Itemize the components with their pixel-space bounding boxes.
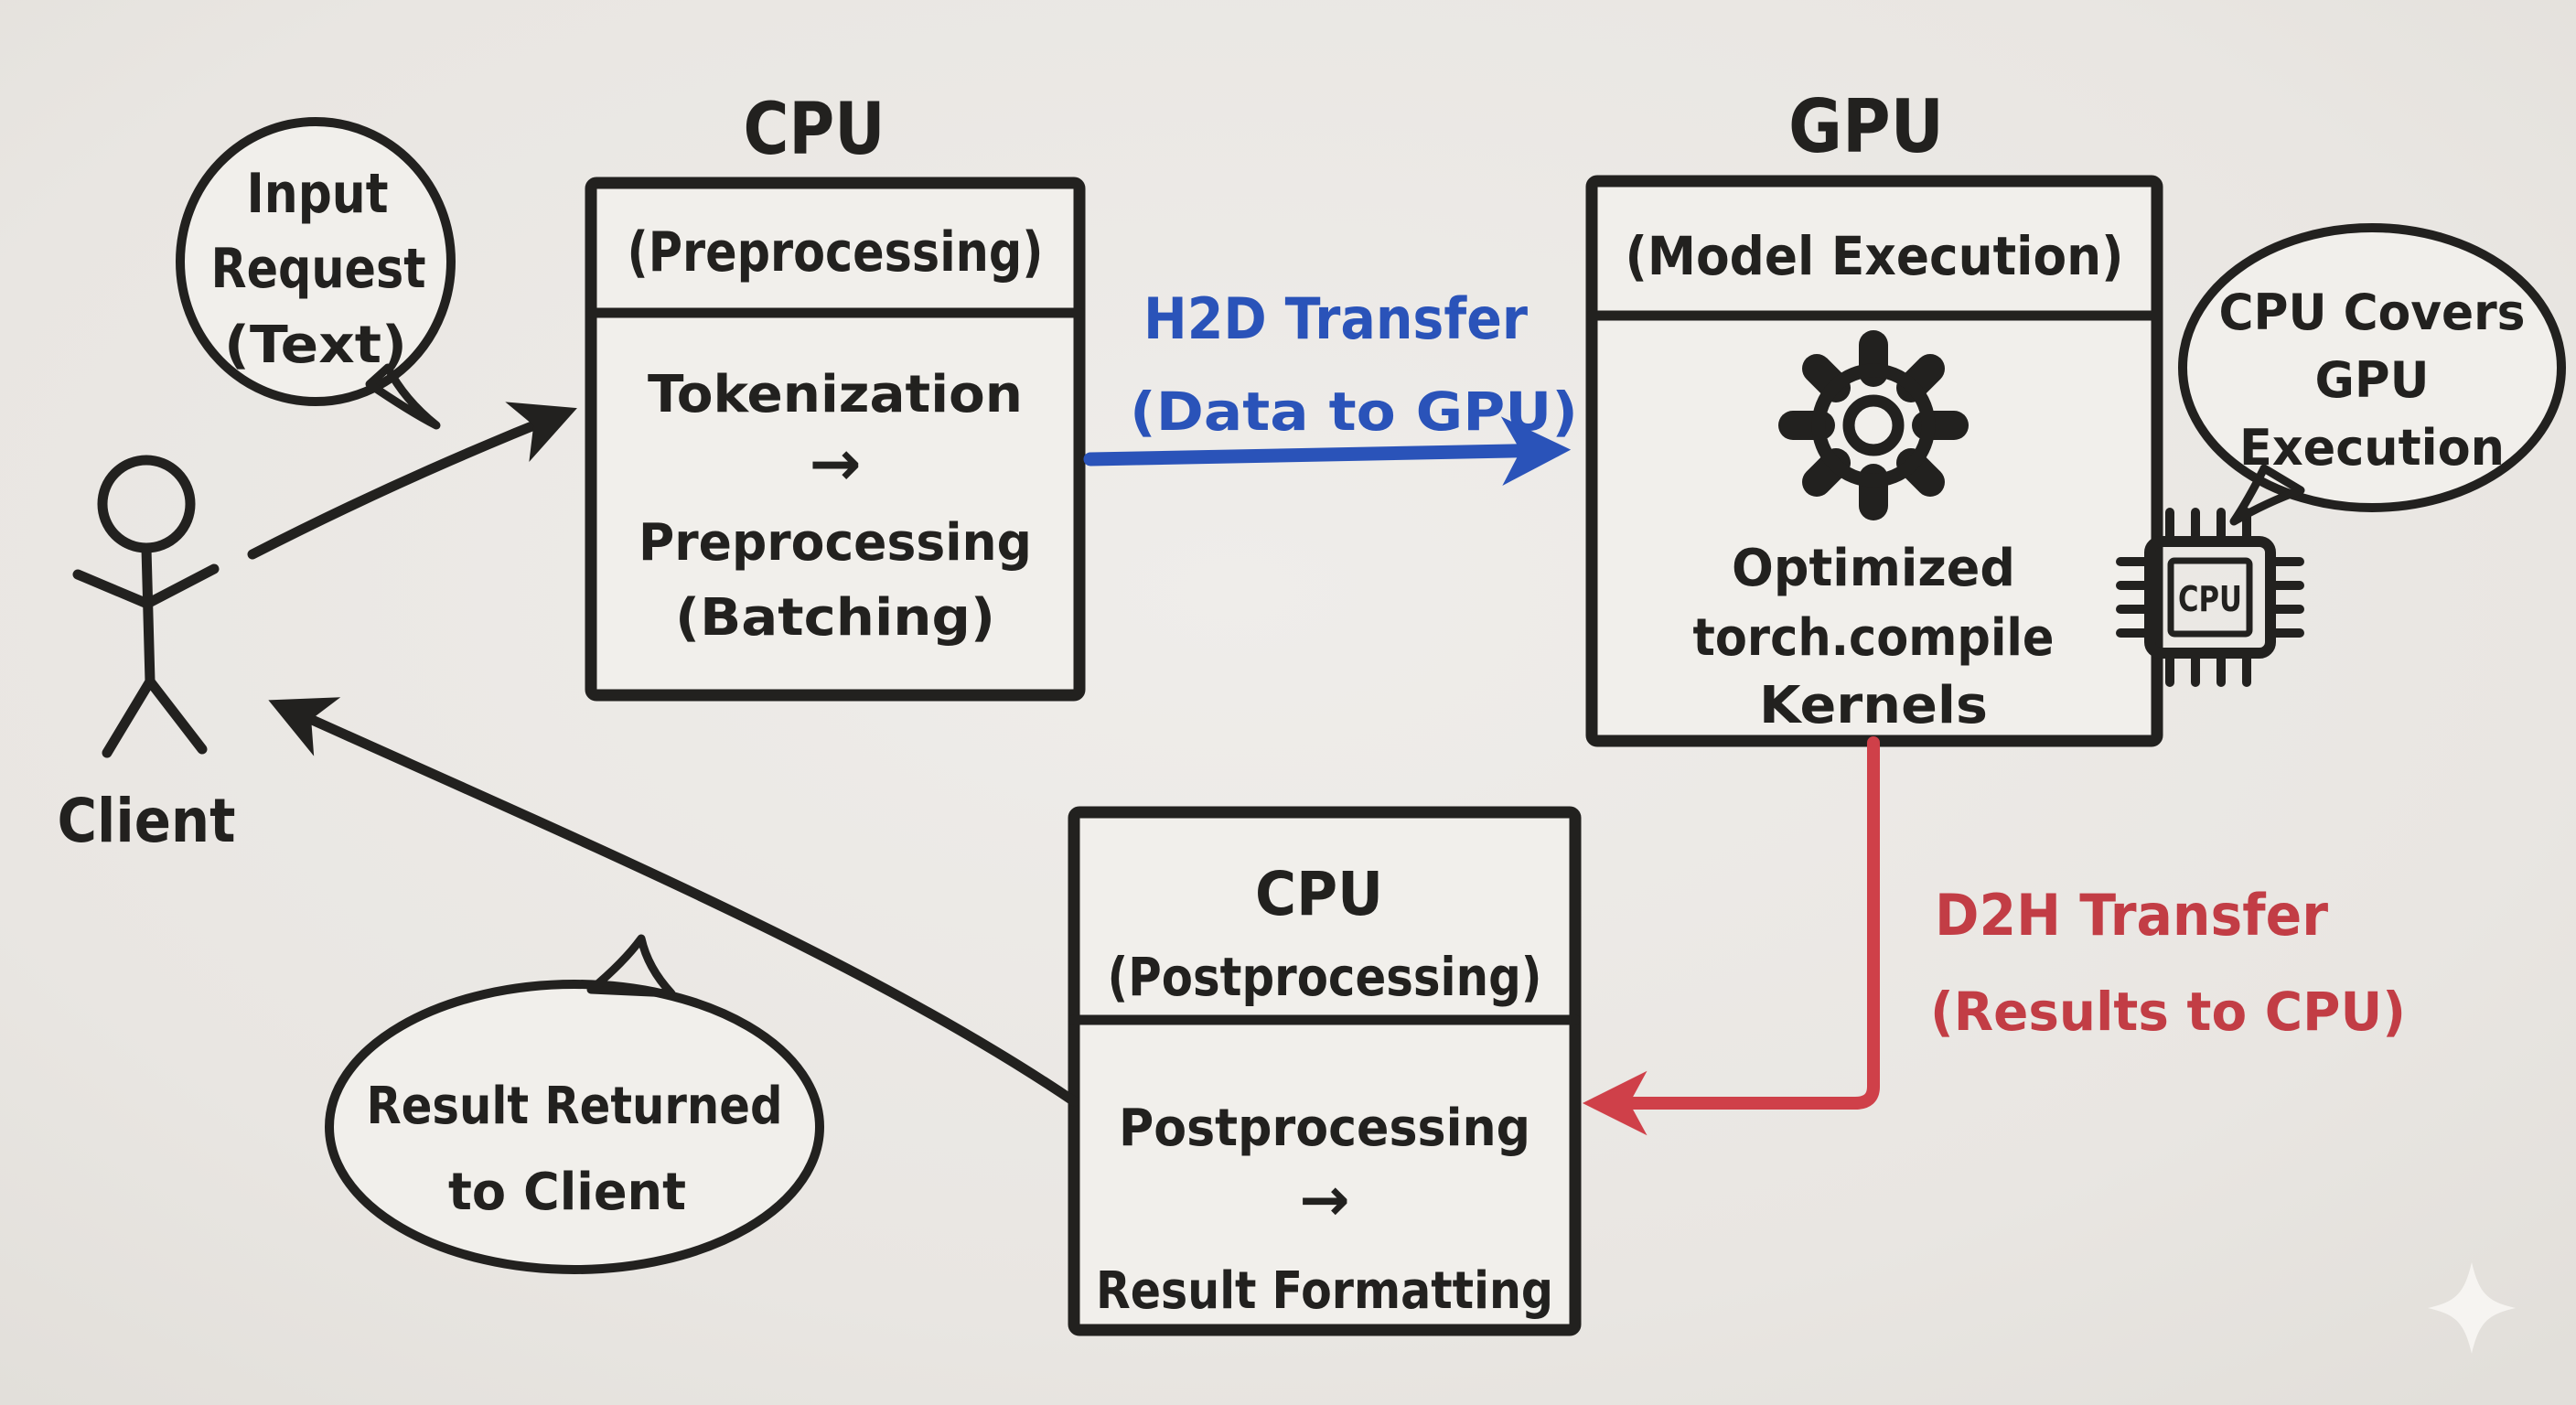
cpu-preprocessing-box: CPU (Preprocessing) Tokenization → Prepr… xyxy=(585,89,1086,702)
input-request-bubble: Input Request (Text) xyxy=(176,117,456,430)
input-bubble-tail xyxy=(365,363,441,430)
cpu-covers-bubble-shape xyxy=(2178,223,2566,512)
client-figure: Client xyxy=(58,455,236,856)
chip-pins xyxy=(2116,508,2304,687)
cpu-postprocessing-subtitle: (Postprocessing) xyxy=(1108,946,1542,1008)
gpu-title: GPU xyxy=(1788,84,1944,169)
cpu-postprocessing-box: CPU (Postprocessing) Postprocessing → Re… xyxy=(1068,806,1582,1336)
cpu-preprocessing-subtitle: (Preprocessing) xyxy=(628,220,1044,284)
cpu-postprocessing-step2: Result Formatting xyxy=(1096,1261,1553,1321)
cpu-postprocessing-outline xyxy=(1068,806,1582,1336)
d2h-transfer-arrow xyxy=(1582,736,1880,1136)
client-legs xyxy=(102,676,208,758)
cpu-covers-line3: Execution xyxy=(2239,419,2505,477)
input-bubble-line1: Input xyxy=(247,162,389,226)
gpu-subtitle: (Model Execution) xyxy=(1626,225,2124,287)
d2h-transfer: D2H Transfer (Results to CPU) xyxy=(1582,736,2406,1136)
chip-label: CPU xyxy=(2178,579,2242,619)
cpu-chip-icon: CPU xyxy=(2116,508,2304,687)
cpu-preprocessing-step2-note: (Batching) xyxy=(675,588,995,648)
result-bubble-shape xyxy=(325,980,824,1274)
gpu-body-line3: Kernels xyxy=(1759,676,1988,735)
h2d-transfer-line1: H2D Transfer xyxy=(1143,285,1528,352)
cpu-covers-bubble-tail xyxy=(2229,464,2305,526)
sparkle-icon xyxy=(2428,1262,2516,1354)
gpu-body-line2: torch.compile xyxy=(1693,608,2055,668)
result-to-client-arrow xyxy=(268,697,1079,1107)
h2d-transfer-line2: (Data to GPU) xyxy=(1130,381,1578,443)
chip-body xyxy=(2144,536,2276,659)
d2h-transfer-line1: D2H Transfer xyxy=(1935,882,2328,949)
cpu-postprocessing-step1: Postprocessing xyxy=(1119,1099,1530,1158)
cpu-preprocessing-arrow-glyph: → xyxy=(810,428,862,500)
gpu-box: GPU (Model Execution) Optimized torch.co… xyxy=(1585,84,2163,747)
input-bubble-line3: (Text) xyxy=(224,316,407,375)
cpu-preprocessing-step1: Tokenization xyxy=(648,365,1023,424)
result-bubble-tail xyxy=(586,934,676,998)
result-bubble-line1: Result Returned xyxy=(367,1077,783,1136)
input-bubble-shape xyxy=(176,117,456,406)
cpu-postprocessing-title: CPU xyxy=(1255,859,1383,929)
cpu-preprocessing-step2: Preprocessing xyxy=(639,513,1032,573)
input-bubble-line2: Request xyxy=(211,237,426,301)
chip-inner-frame xyxy=(2167,557,2253,638)
cpu-covers-bubble: CPU Covers GPU Execution xyxy=(2178,223,2566,526)
h2d-transfer-arrow xyxy=(1083,416,1572,486)
client-body xyxy=(141,543,156,687)
result-bubble-line2: to Client xyxy=(448,1163,686,1222)
cpu-preprocessing-title: CPU xyxy=(744,89,886,171)
cpu-postprocessing-arrow-glyph: → xyxy=(1299,1164,1349,1235)
client-to-cpu-arrow xyxy=(247,402,577,560)
result-returned-bubble: Result Returned to Client xyxy=(325,934,824,1274)
gear-icon xyxy=(1778,330,1969,520)
h2d-transfer: H2D Transfer (Data to GPU) xyxy=(1083,285,1578,486)
cpu-covers-line2: GPU xyxy=(2315,351,2430,409)
cpu-covers-line1: CPU Covers xyxy=(2219,284,2526,341)
gpu-body-line1: Optimized xyxy=(1732,539,2015,598)
client-label: Client xyxy=(58,786,236,856)
client-arms xyxy=(72,563,220,609)
d2h-transfer-line2: (Results to CPU) xyxy=(1930,981,2406,1043)
